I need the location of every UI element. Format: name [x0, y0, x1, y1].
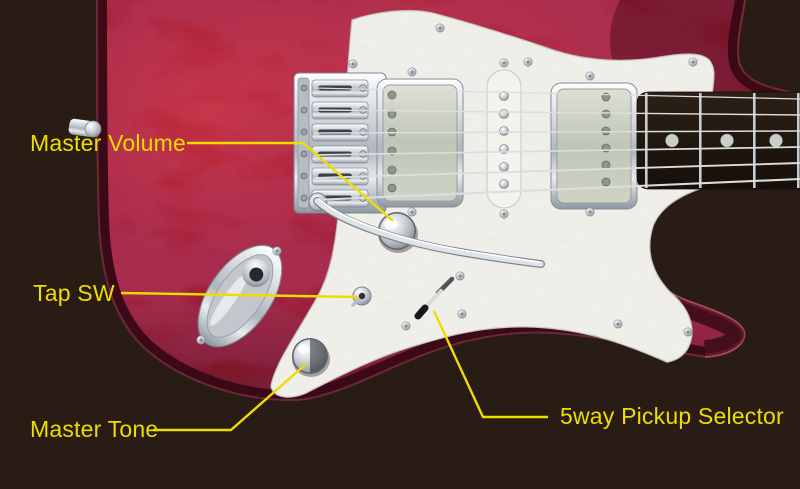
leader-pickup-selector [432, 310, 548, 419]
guitar-neck [636, 91, 800, 190]
middle-single-coil-pickup [486, 58, 522, 219]
label-master-volume: Master Volume [30, 130, 186, 156]
neck-humbucker [550, 71, 638, 217]
pickup-selector-switch [414, 276, 455, 320]
fretboard-dot-inlays [665, 133, 783, 148]
strings [313, 87, 800, 202]
frets [645, 93, 800, 188]
leader-tap-sw [120, 291, 359, 299]
leader-master-volume [187, 141, 394, 222]
label-pickup-selector: 5way Pickup Selector [560, 403, 784, 429]
middle-pickup-poles [499, 91, 509, 189]
label-tap-sw: Tap SW [33, 280, 115, 306]
label-master-tone: Master Tone [30, 416, 159, 442]
callout-leader-lines [120, 141, 548, 432]
leader-master-tone [153, 363, 307, 432]
strap-button [68, 118, 102, 138]
tremolo-bridge [293, 72, 387, 214]
jack-hole [249, 267, 264, 282]
bridge-spring-screws [300, 84, 308, 202]
tremolo-arm [313, 197, 545, 268]
